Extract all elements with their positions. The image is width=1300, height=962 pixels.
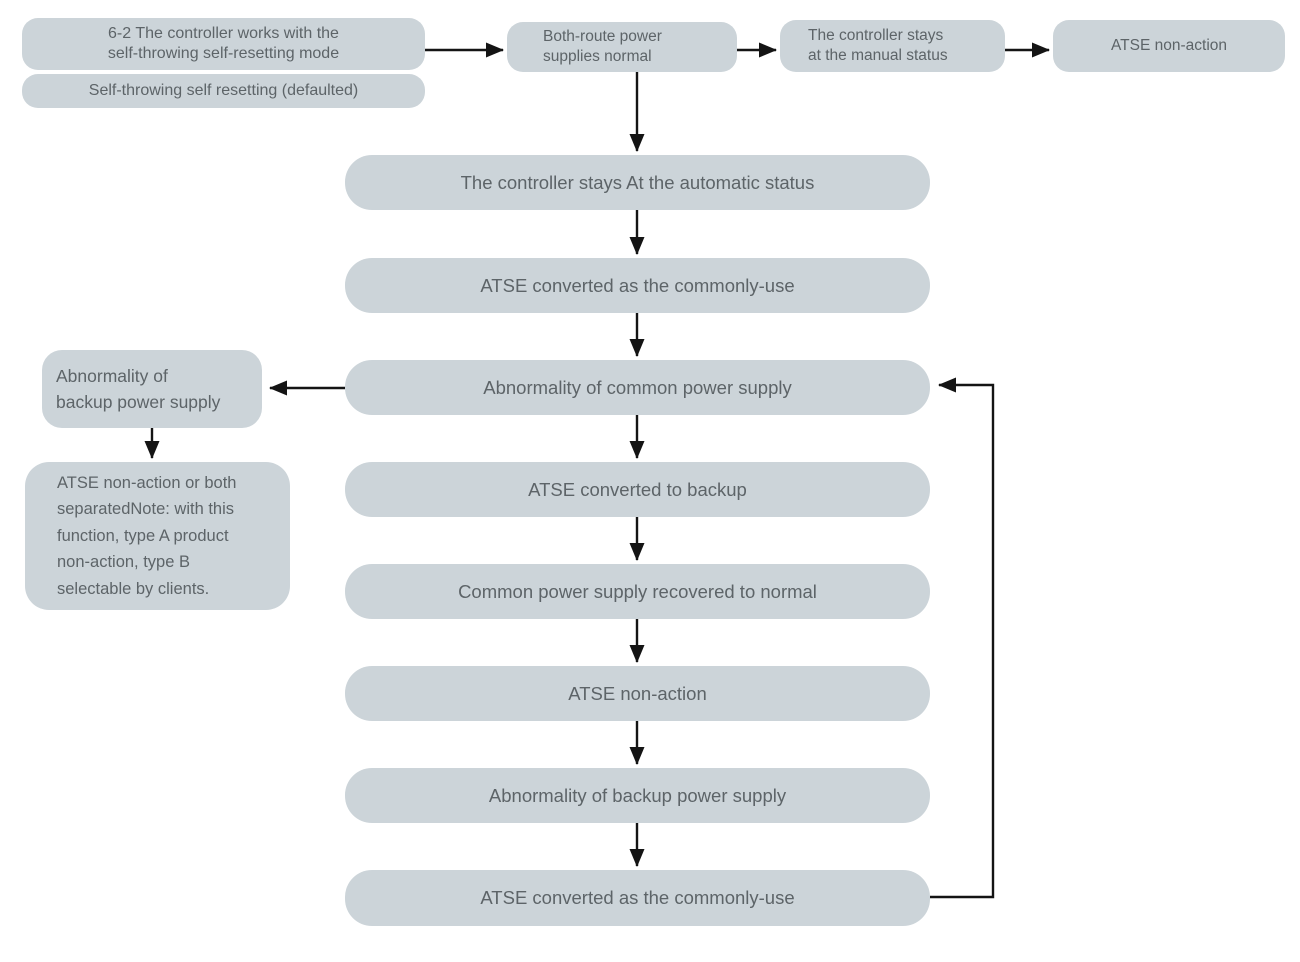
flow-node-label: ATSE non-action bbox=[1110, 37, 1228, 54]
flow-node-label: ATSE converted as the commonly-use bbox=[480, 887, 795, 908]
flow-node-backup-abnormal-mid: Abnormality of backup power supply bbox=[345, 768, 930, 823]
flow-node-common-abnormal: Abnormality of common power supply bbox=[345, 360, 930, 415]
flow-node-atse-non-action-top: ATSE non-action bbox=[1053, 20, 1285, 72]
flow-node-label: Both-route power supplies normal bbox=[543, 28, 662, 65]
flow-node-note: ATSE non-action or both separatedNote: w… bbox=[25, 462, 290, 610]
flow-node-label: 6-2 The controller works with the self-t… bbox=[107, 25, 340, 62]
flow-node-converted-commonly-1: ATSE converted as the commonly-use bbox=[345, 258, 930, 313]
flow-node-label: The controller stays At the automatic st… bbox=[460, 171, 815, 193]
flow-node-converted-backup: ATSE converted to backup bbox=[345, 462, 930, 517]
flow-node-label: ATSE converted to backup bbox=[528, 478, 747, 500]
flow-node-label: Common power supply recovered to normal bbox=[458, 580, 817, 602]
flow-node-label: Abnormality of common power supply bbox=[483, 376, 792, 398]
flow-node-atse-non-action-mid: ATSE non-action bbox=[345, 666, 930, 721]
flow-node-label: Self-throwing self resetting (defaulted) bbox=[88, 82, 359, 99]
flow-node-backup-abnormal-left: Abnormality of backup power supply bbox=[42, 350, 262, 428]
flow-node-label: The controller stays at the manual statu… bbox=[808, 27, 948, 64]
flow-node-label: ATSE converted as the commonly-use bbox=[480, 274, 795, 296]
flow-node-mode-title: 6-2 The controller works with the self-t… bbox=[22, 18, 425, 70]
flow-node-both-route-normal: Both-route power supplies normal bbox=[507, 22, 737, 72]
flow-node-manual-status: The controller stays at the manual statu… bbox=[780, 20, 1005, 72]
flow-node-common-recovered: Common power supply recovered to normal bbox=[345, 564, 930, 619]
flow-arrow-converted-commonly-2-feedback-to-common-abnormal bbox=[930, 377, 995, 899]
flow-node-label: Abnormality of backup power supply bbox=[488, 784, 787, 806]
flow-node-label: Abnormality of backup power supply bbox=[56, 366, 221, 412]
flow-node-mode-default: Self-throwing self resetting (defaulted) bbox=[22, 74, 425, 108]
flow-node-label: ATSE non-action bbox=[568, 682, 707, 704]
flow-node-converted-commonly-2: ATSE converted as the commonly-use bbox=[345, 870, 930, 926]
flow-node-label: ATSE non-action or both separatedNote: w… bbox=[57, 473, 237, 598]
flow-node-automatic-status: The controller stays At the automatic st… bbox=[345, 155, 930, 210]
